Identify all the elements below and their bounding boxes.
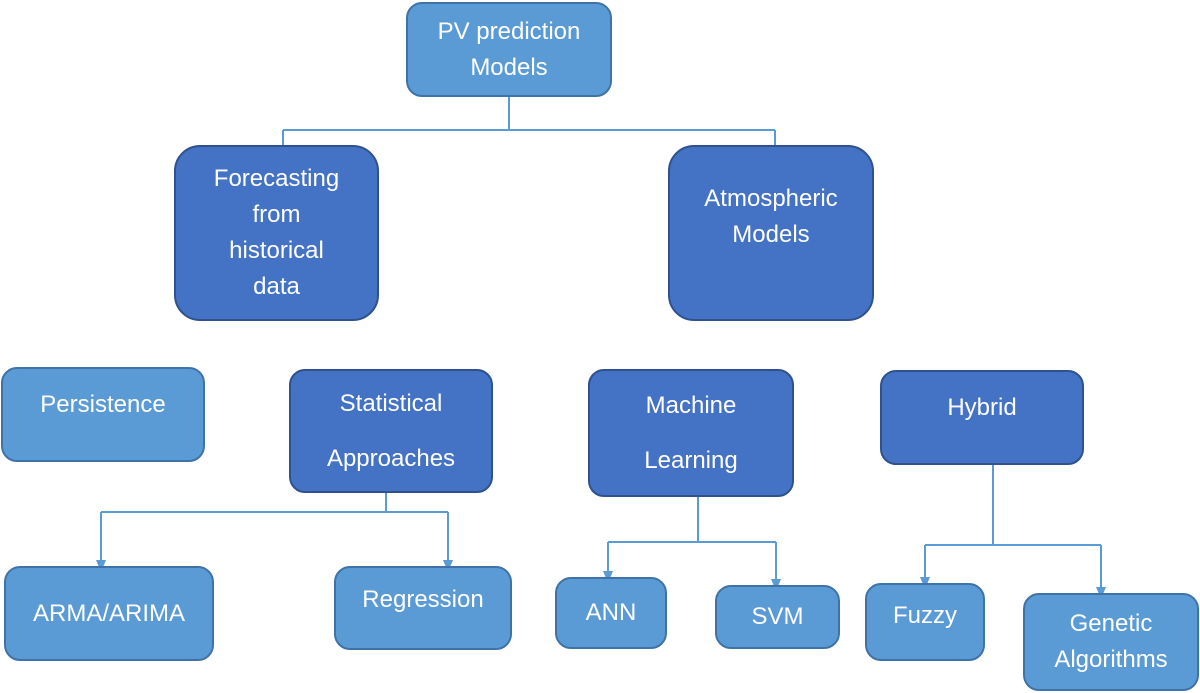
node-persistence: Persistence (1, 367, 205, 462)
node-pv-prediction-models: PV prediction Models (406, 2, 612, 97)
node-arma-arima: ARMA/ARIMA (4, 566, 214, 661)
node-statistical-approaches: Statistical Approaches (289, 369, 493, 493)
node-label: ANN (585, 599, 637, 626)
node-fuzzy: Fuzzy (865, 583, 985, 661)
node-label: SVM (751, 603, 804, 630)
node-label: ARMA/ARIMA (32, 599, 185, 627)
node-label: PV prediction Models (437, 17, 581, 81)
node-label: Hybrid (947, 393, 1017, 421)
node-label: Machine Learning (644, 391, 738, 474)
node-label: Statistical Approaches (326, 389, 456, 472)
node-svm: SVM (715, 585, 840, 649)
node-label: Genetic Algorithms (1054, 610, 1168, 673)
node-label: Fuzzy (892, 602, 957, 629)
node-label: Regression (362, 586, 484, 613)
node-hybrid: Hybrid (880, 370, 1084, 465)
node-ann: ANN (555, 577, 667, 649)
node-machine-learning: Machine Learning (588, 369, 794, 497)
node-genetic-algorithms: Genetic Algorithms (1023, 593, 1199, 691)
node-regression: Regression (334, 566, 512, 650)
node-label: Persistence (40, 390, 166, 418)
node-atmospheric-models: Atmospheric Models (668, 145, 874, 321)
node-label: Forecasting from historical data (213, 165, 340, 300)
node-forecasting-historical-data: Forecasting from historical data (174, 145, 379, 321)
node-label: Atmospheric Models (704, 185, 838, 248)
